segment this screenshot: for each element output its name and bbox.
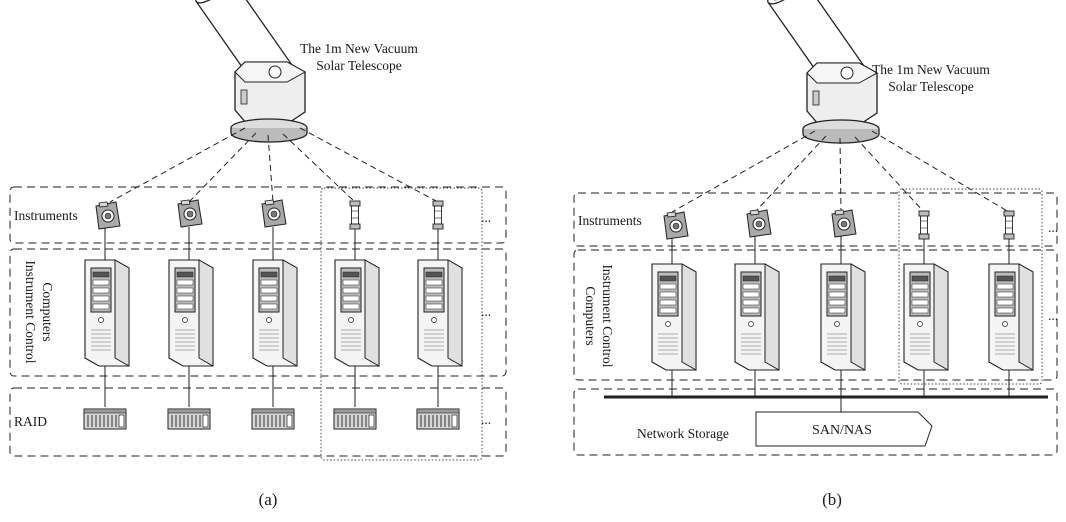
panel-a: The 1m New Vacuum Solar Telescope Instru… (9, 0, 507, 509)
tube-sensor-icon (349, 200, 361, 230)
raid-icon (167, 408, 211, 430)
camera-icon (663, 211, 689, 240)
tube-sensor-icon (918, 210, 930, 240)
network-storage-group-box (573, 388, 1058, 456)
panel-caption: (b) (822, 490, 842, 509)
vertical-connectors (104, 227, 439, 407)
computer-tower-icon (252, 259, 298, 367)
panel-b: The 1m New Vacuum Solar Telescope Instru… (573, 0, 1058, 509)
san-nas-label: SAN/NAS (812, 423, 872, 438)
computer-tower-icon (417, 259, 463, 367)
computer-tower-icon (334, 259, 380, 367)
computers-label-line1: Instrument Control (600, 264, 615, 367)
highlight-group-box (898, 188, 1043, 385)
computers-label-line2: Computers (40, 282, 55, 341)
highlight-group-box (320, 187, 483, 461)
camera-icon (746, 209, 772, 238)
computer-tower-icon (988, 263, 1034, 371)
camera-icon (831, 209, 857, 238)
computer-tower-icon (734, 263, 780, 371)
computer-tower-icon (168, 259, 214, 367)
raid-label: RAID (14, 414, 47, 429)
raid-icon (251, 408, 295, 430)
instruments-ellipsis: ... (481, 210, 491, 225)
telescope-to-instrument-links (671, 130, 1010, 213)
raid-icon (333, 408, 377, 430)
instruments-group-box (9, 186, 507, 244)
instruments-label: Instruments (578, 213, 642, 228)
telescope-label-line2: Solar Telescope (316, 58, 401, 73)
raid-group-box (9, 387, 507, 457)
computers-group-box (573, 249, 1058, 381)
tube-sensor-icon (1003, 210, 1015, 240)
vertical-connectors (671, 236, 1010, 412)
camera-icon (177, 199, 203, 228)
telescope-to-instrument-links (109, 127, 439, 203)
telescope-label-line1: The 1m New Vacuum (300, 41, 418, 56)
tube-sensor-icon (432, 200, 444, 230)
raid-ellipsis: ... (481, 412, 491, 427)
computer-tower-icon (820, 263, 866, 371)
raid-icon (83, 408, 127, 430)
telescope-label-line2: Solar Telescope (888, 79, 973, 94)
telescope-icon (191, 0, 308, 143)
computer-tower-icon (651, 263, 697, 371)
instruments-group-box (573, 192, 1058, 247)
computers-ellipsis: ... (1048, 308, 1058, 323)
telescope-icon (763, 0, 880, 144)
camera-icon (261, 199, 287, 228)
telescope-label-line1: The 1m New Vacuum (872, 62, 990, 77)
instruments-ellipsis: ... (1048, 220, 1058, 235)
panel-caption: (a) (259, 490, 278, 509)
raid-icon (416, 408, 460, 430)
computers-label-line2: Computers (583, 286, 598, 345)
camera-icon (95, 201, 121, 230)
network-storage-label: Network Storage (637, 426, 729, 441)
computers-label-line1: Instrument Control (23, 260, 38, 363)
computer-tower-icon (903, 263, 949, 371)
computers-ellipsis: ... (481, 304, 491, 319)
computers-group-box (9, 248, 507, 377)
san-nas-box (755, 411, 933, 447)
instruments-label: Instruments (14, 208, 78, 223)
computer-tower-icon (84, 259, 130, 367)
